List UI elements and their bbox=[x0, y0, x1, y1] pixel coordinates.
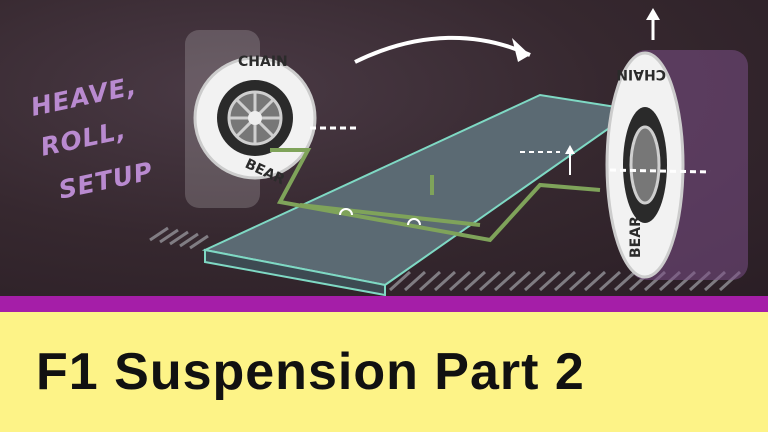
small-up-arrow-icon bbox=[565, 145, 575, 154]
chalkboard-background: CHAIN BEAR CHAIN BEAR bbox=[0, 0, 768, 300]
up-arrow-icon bbox=[646, 8, 660, 20]
accent-stripe bbox=[0, 296, 768, 312]
floor-plank-edge bbox=[204, 248, 386, 297]
wheel-right-bottom-text: BEAR bbox=[628, 216, 644, 258]
arrow-head-icon bbox=[512, 38, 530, 62]
suspension-diagram: CHAIN BEAR CHAIN BEAR bbox=[149, 8, 748, 297]
wheel-left-top-text: CHAIN bbox=[238, 54, 288, 70]
title-banner: F1 Suspension Part 2 bbox=[0, 312, 768, 432]
left-wheel: CHAIN BEAR bbox=[185, 30, 317, 208]
transfer-arrow bbox=[354, 35, 531, 64]
right-axle-line bbox=[609, 168, 711, 174]
wheel-right-top-text: CHAIN bbox=[616, 66, 666, 82]
suspension-arms bbox=[270, 148, 601, 243]
video-title: F1 Suspension Part 2 bbox=[36, 343, 585, 401]
right-wheel: CHAIN BEAR bbox=[605, 50, 748, 280]
